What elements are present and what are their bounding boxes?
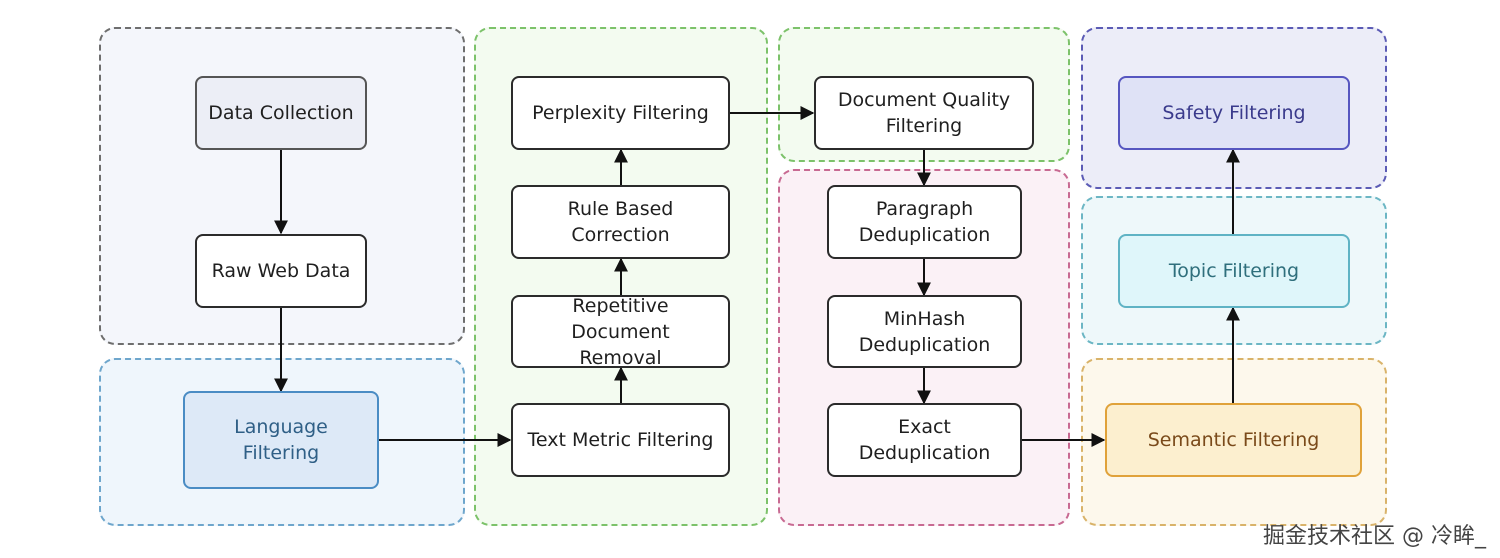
node-paragraph-deduplication: Paragraph Deduplication (827, 185, 1022, 259)
node-document-quality-filtering: Document Quality Filtering (814, 76, 1034, 150)
node-semantic-filtering: Semantic Filtering (1105, 403, 1362, 477)
watermark-text: 掘金技术社区 @ 冷眸_ (1263, 524, 1486, 549)
node-safety-filtering: Safety Filtering (1118, 76, 1350, 150)
node-repetitive-document-removal: Repetitive Document Removal (511, 295, 730, 369)
node-topic-filtering: Topic Filtering (1118, 234, 1350, 308)
node-rule-based-correction: Rule Based Correction (511, 185, 730, 259)
node-data-collection: Data Collection (195, 76, 367, 150)
node-exact-deduplication: Exact Deduplication (827, 403, 1022, 477)
node-language-filtering: Language Filtering (183, 391, 379, 489)
node-raw-web-data: Raw Web Data (195, 234, 367, 308)
node-minhash-deduplication: MinHash Deduplication (827, 295, 1022, 368)
node-text-metric-filtering: Text Metric Filtering (511, 403, 730, 477)
node-perplexity-filtering: Perplexity Filtering (511, 76, 730, 150)
